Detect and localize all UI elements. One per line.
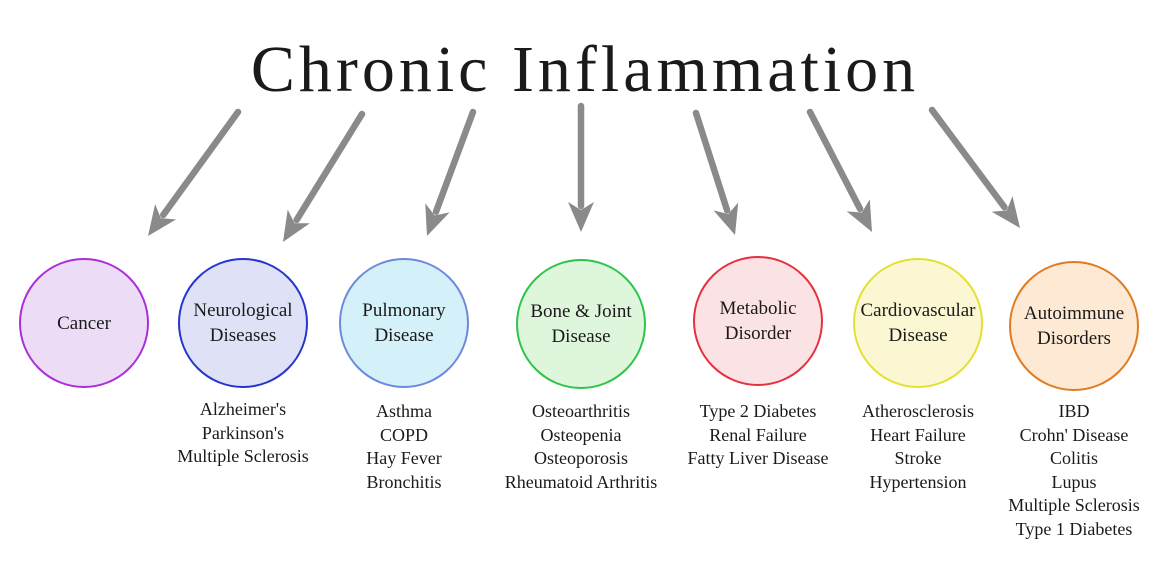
circle-label: Cancer [57,312,111,334]
list-item: Multiple Sclerosis [177,446,309,466]
arrow-shaft [160,108,242,219]
list-item: Stroke [894,448,942,468]
circle-metabolic-disorder: Metabolic Disorder [693,256,823,386]
list-item: COPD [379,424,428,445]
arrow-head [425,203,450,236]
circle-label: Pulmonary Disease [362,300,446,346]
list-item: Lupus [1051,471,1097,492]
list-item: Parkinson's [201,422,285,443]
arrow-to-metabolic-disorder [692,109,739,235]
arrow-head [991,196,1020,228]
arrow-to-neurological-diseases [283,110,366,242]
arrow-to-cancer [148,108,242,236]
list-item: Crohn' Disease [1019,424,1129,445]
list-item: Multiple Sclerosis [1008,495,1140,515]
list-item: Asthma [376,401,432,421]
circle-cancer: Cancer [19,258,149,388]
list-item: Heart Failure [870,424,966,445]
arrow-head [713,202,739,235]
arrow-to-bone-joint-disease [568,102,594,232]
list-item: Type 1 Diabetes [1015,518,1133,539]
list-item: Bronchitis [366,471,442,492]
arrow-shaft [293,110,366,224]
list-item: Hypertension [869,471,967,492]
list-item: IBD [1058,401,1090,421]
circle-label: Autoimmune Disorders [1023,303,1125,349]
list-item: Alzheimer's [199,399,287,419]
circle-bone-joint-disease: Bone & Joint Disease [516,259,646,389]
list-item: Osteoporosis [534,448,628,468]
circle-label: Neurological Diseases [193,300,293,346]
arrow-shaft [692,109,731,214]
list-item: Type 2 Diabetes [699,401,817,421]
arrow-head [568,202,594,232]
circle-cardiovascular-disease: Cardiovascular Disease [853,258,983,388]
arrow-shaft [806,108,864,213]
circle-autoimmune-disorders: Autoimmune Disorders [1009,261,1139,391]
arrow-to-autoimmune-disorders [928,106,1020,228]
arrow-head [148,204,177,236]
list-item: Osteoarthritis [532,401,630,421]
list-item: Osteopenia [540,424,622,445]
circle-neurological-diseases: Neurological Diseases [178,258,308,388]
diagram-title: Chronic Inflammation [250,33,920,106]
list-item: Atherosclerosis [862,401,974,421]
arrow-head [846,199,872,232]
arrow-to-pulmonary-disease [425,108,477,236]
circle-label: Bone & Joint Disease [530,301,632,347]
circle-label: Cardiovascular Disease [860,300,976,346]
list-item: Fatty Liver Disease [687,448,829,468]
list-item: Hay Fever [366,448,442,468]
list-item: Renal Failure [709,424,807,445]
list-item: Colitis [1049,448,1098,468]
arrow-head [283,209,310,242]
arrow-shaft [432,108,477,215]
arrow-shaft [928,106,1008,211]
circle-pulmonary-disease: Pulmonary Disease [339,258,469,388]
list-item: Rheumatoid Arthritis [504,471,658,492]
circle-label: Metabolic Disorder [719,298,797,344]
arrow-to-cardiovascular-disease [806,108,872,232]
